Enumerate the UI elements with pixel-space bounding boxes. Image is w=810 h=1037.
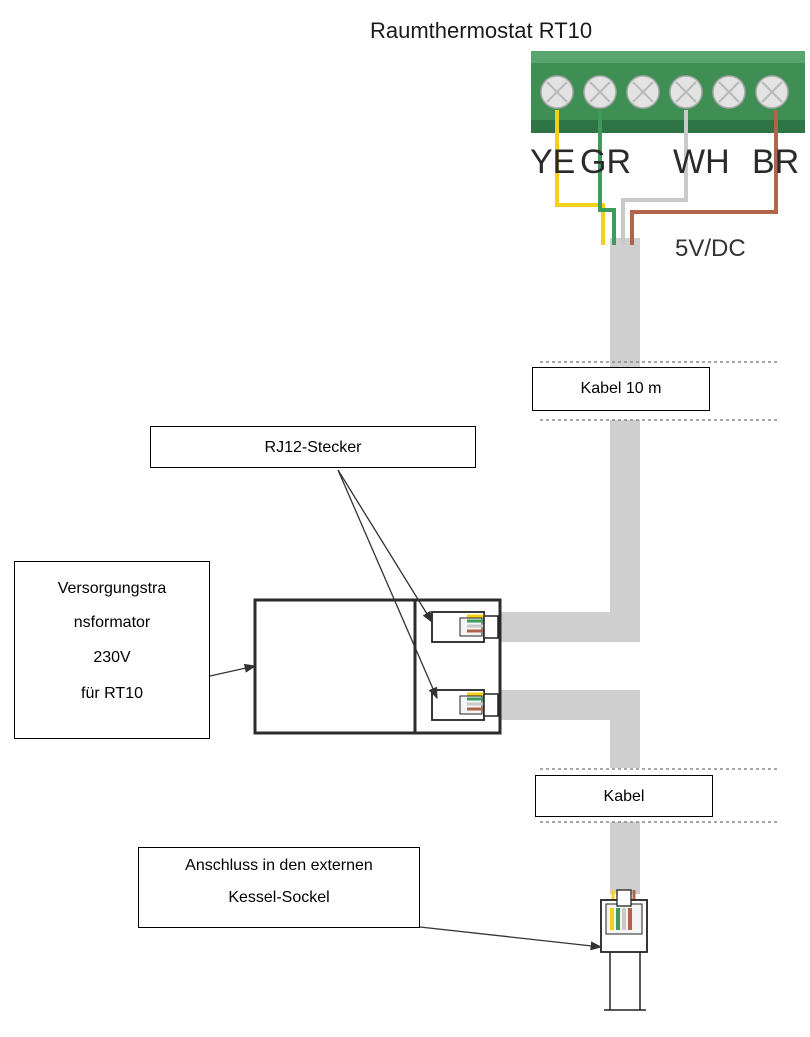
rj12-jack-top: [431, 611, 499, 643]
cable-upper-segment: [610, 420, 640, 642]
wire-label-wh: WH: [673, 143, 730, 181]
cable-label-bottom-box: Kabel: [535, 775, 713, 817]
boiler-label-line-2: Kessel-Sockel: [228, 889, 330, 906]
rj12-arrow-top: [337, 469, 433, 624]
cable-label-top-box: Kabel 10 m: [532, 367, 710, 411]
wire-green: [598, 110, 616, 245]
voltage-label: 5V/DC: [675, 235, 746, 262]
boiler-plug: [600, 889, 648, 1011]
wire-brown: [630, 110, 778, 245]
wire-label-ye: YE: [530, 143, 576, 181]
cable-lower-segment: [610, 690, 640, 768]
boiler-arrow: [419, 926, 603, 951]
transformer-label-line-3: 230V: [93, 649, 131, 666]
cable-top-segment: [610, 238, 640, 368]
cable-label-bottom: Kabel: [603, 788, 645, 805]
wire-yellow: [555, 110, 605, 245]
transformer-label-line-1: Versorgungstra: [57, 580, 167, 597]
transformer-label-line-4: für RT10: [81, 685, 143, 702]
boiler-label-box: Anschluss in den externen Kessel-Sockel: [138, 847, 420, 928]
wire-white: [621, 110, 688, 245]
cable-to-top-jack: [500, 612, 640, 642]
rj12-label-box: RJ12-Stecker: [150, 426, 476, 468]
transformer-arrow: [209, 663, 257, 677]
rj12-arrow-bottom: [337, 469, 438, 700]
transformer-label-box: Versorgungstra nsformator 230V für RT10: [14, 561, 210, 739]
boiler-label-line-1: Anschluss in den externen: [185, 857, 373, 874]
terminal-screws: [540, 75, 789, 109]
cable-bottom-segment: [610, 822, 640, 894]
transformer-label-line-2: nsformator: [73, 614, 151, 631]
wire-label-gr: GR: [580, 143, 631, 181]
diagram-title: Raumthermostat RT10: [370, 18, 593, 43]
cable-label-top: Kabel 10 m: [580, 380, 662, 397]
rj12-jack-bottom: [431, 689, 499, 721]
wire-label-br: BR: [752, 143, 800, 181]
rj12-label: RJ12-Stecker: [264, 439, 362, 456]
